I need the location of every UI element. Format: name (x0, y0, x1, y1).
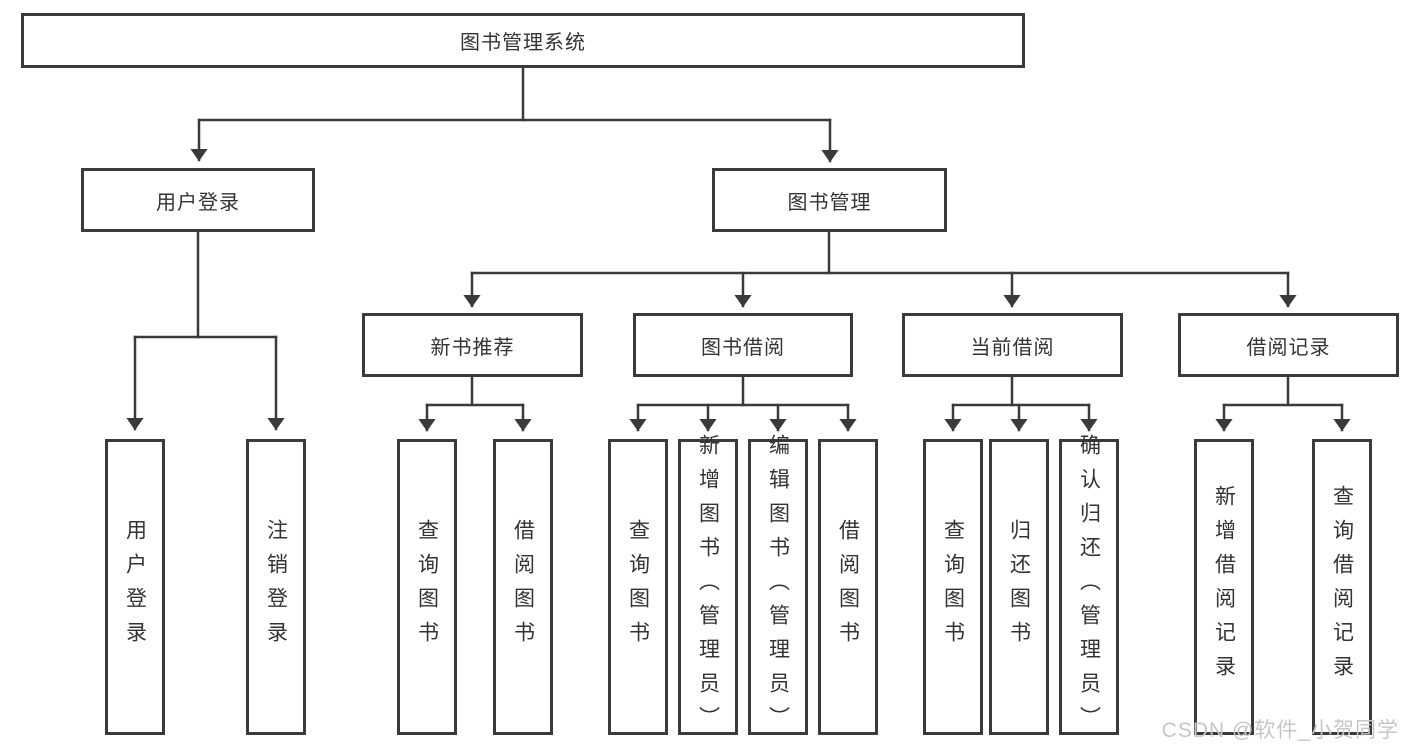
node-label: 查询借阅记录 (1330, 485, 1354, 689)
node-new-book-recommend: 新书推荐 (362, 313, 583, 377)
node-label: 新增图书（管理员） (696, 434, 720, 740)
node-label: 编辑图书（管理员） (766, 434, 790, 740)
node-label: 图书管理系统 (460, 32, 586, 54)
node-label: 图书借阅 (701, 336, 785, 359)
node-book-borrow: 图书借阅 (633, 313, 853, 377)
node-label: 新增借阅记录 (1212, 485, 1236, 689)
node-label: 新书推荐 (430, 336, 515, 359)
node-label: 注销登录 (264, 519, 288, 655)
leaf-borrow-books: 借阅图书 (818, 439, 878, 735)
leaf-logout: 注销登录 (246, 439, 306, 735)
leaf-user-login: 用户登录 (105, 439, 165, 735)
node-current-borrow: 当前借阅 (902, 313, 1123, 377)
node-borrow-record: 借阅记录 (1178, 313, 1399, 377)
leaf-add-books-admin: 新增图书（管理员） (678, 434, 738, 740)
node-user-login: 用户登录 (81, 168, 315, 232)
node-label: 借阅图书 (836, 519, 860, 655)
node-book-management: 图书管理 (712, 168, 947, 232)
leaf-query-books-current: 查询图书 (923, 439, 983, 735)
leaf-query-borrow-record: 查询借阅记录 (1312, 439, 1372, 735)
node-label: 借阅记录 (1246, 336, 1331, 359)
node-label: 借阅图书 (511, 519, 535, 655)
node-label: 确认归还（管理员） (1077, 434, 1101, 740)
node-root-library-system: 图书管理系统 (21, 13, 1025, 68)
leaf-edit-books-admin: 编辑图书（管理员） (748, 434, 808, 740)
node-label: 查询图书 (941, 519, 965, 655)
node-label: 图书管理 (787, 191, 872, 214)
leaf-return-books: 归还图书 (989, 439, 1049, 735)
node-label: 用户登录 (156, 191, 240, 214)
node-label: 查询图书 (415, 519, 439, 655)
leaf-confirm-return-admin: 确认归还（管理员） (1059, 434, 1119, 740)
node-label: 归还图书 (1007, 519, 1031, 655)
leaf-query-books-recommend: 查询图书 (397, 439, 457, 735)
leaf-query-books-borrow: 查询图书 (608, 439, 668, 735)
leaf-add-borrow-record: 新增借阅记录 (1194, 439, 1254, 735)
node-label: 查询图书 (626, 519, 650, 655)
node-label: 当前借阅 (970, 336, 1055, 359)
csdn-watermark: CSDN @软件_小贺同学 (1161, 719, 1399, 742)
node-label: 用户登录 (123, 519, 147, 655)
leaf-borrow-books-recommend: 借阅图书 (493, 439, 553, 735)
